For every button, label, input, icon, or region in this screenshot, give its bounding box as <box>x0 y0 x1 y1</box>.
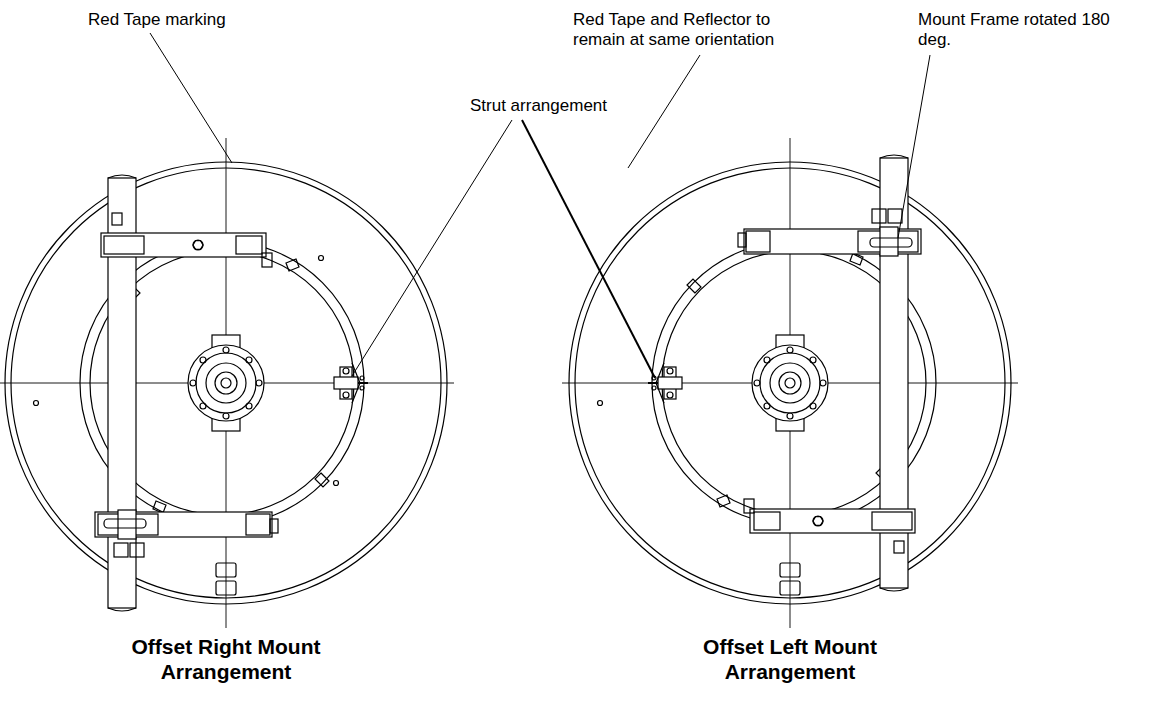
label-text: Mount Frame rotated 180 deg. <box>918 10 1110 49</box>
leader-line <box>898 55 930 238</box>
callout-label: Red Tape and Reflector to remain at same… <box>573 10 805 49</box>
label-text: Red Tape and Reflector to remain at same… <box>573 10 774 49</box>
label-text: Offset Right Mount Arrangement <box>132 635 321 683</box>
leader-line <box>150 33 232 163</box>
callout-label: Red Tape marking <box>88 10 298 30</box>
label-text: Strut arrangement <box>470 96 607 115</box>
callout-label: Mount Frame rotated 180 deg. <box>918 10 1118 49</box>
callout-label: Strut arrangement <box>470 96 670 116</box>
leader-line <box>522 120 655 378</box>
leader-line <box>352 120 512 376</box>
leader-line <box>628 55 700 168</box>
label-text: Offset Left Mount Arrangement <box>703 635 877 683</box>
figure-caption: Offset Left Mount Arrangement <box>670 634 910 684</box>
figure-caption: Offset Right Mount Arrangement <box>106 634 346 684</box>
label-text: Red Tape marking <box>88 10 226 29</box>
